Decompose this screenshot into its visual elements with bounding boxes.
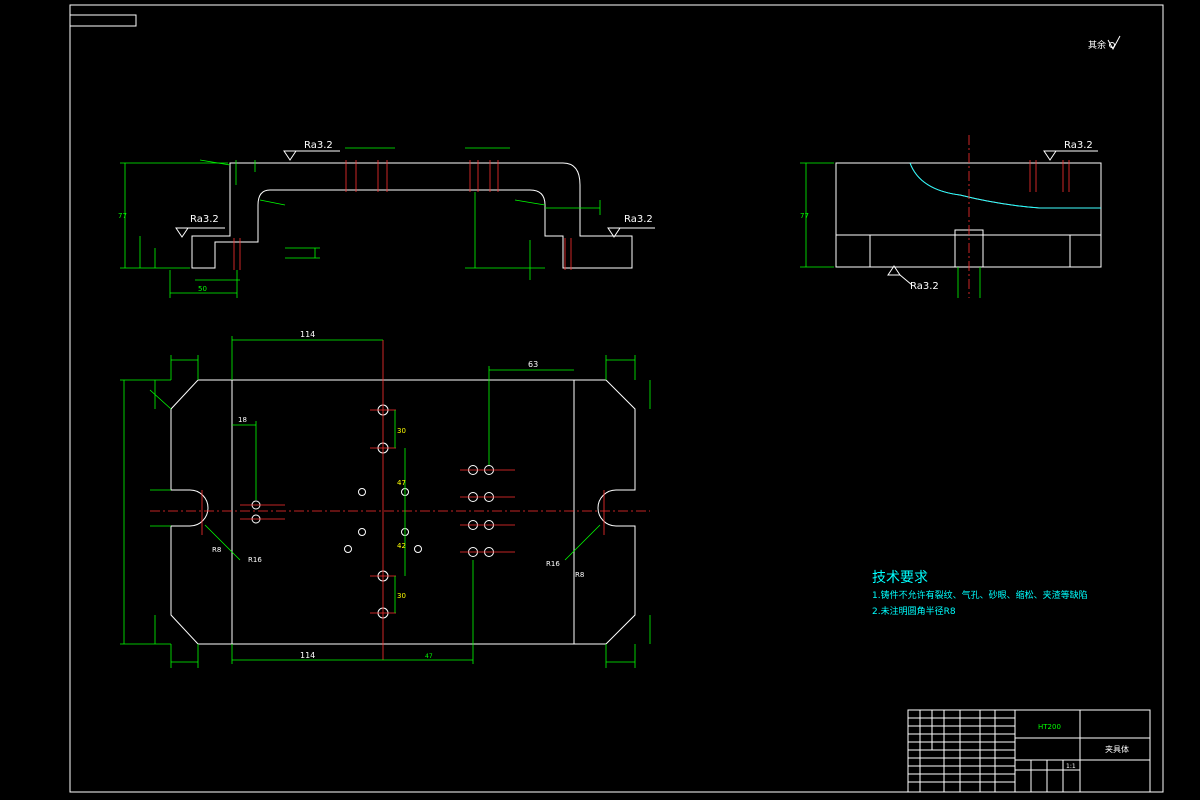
- dim-v-42: 42: [397, 542, 406, 550]
- plan-view: 114 63 114 47 18 30 47 42 30: [120, 330, 651, 668]
- ra-label-2: Ra3.2: [190, 214, 219, 225]
- ra-label-5: Ra3.2: [910, 281, 939, 292]
- tech-req-title: 技术要求: [872, 570, 928, 586]
- side-section-view: 77 Ra3.2 Ra3.2: [800, 135, 1102, 298]
- front-section-view: 77 50 Ra3.2: [118, 140, 655, 298]
- ra-label-1: Ra3.2: [304, 140, 333, 151]
- dim-r8-right: R8: [575, 571, 584, 579]
- dim-left-18: 18: [238, 416, 247, 424]
- title-block: HT200 夹具体 1:1: [907, 709, 1151, 793]
- ra-label-3: Ra3.2: [624, 214, 653, 225]
- dim-r16-left: R16: [248, 556, 262, 564]
- plan-dimensions: 114 63 114 47 18 30 47 42 30: [120, 330, 651, 668]
- dim-sec-77-left: 77: [118, 212, 127, 220]
- dim-bottom-114: 114: [300, 651, 315, 660]
- dim-r8-left: R8: [212, 546, 221, 554]
- dim-sec-77-right: 77: [800, 212, 809, 220]
- title-part-name: 夹具体: [1105, 744, 1129, 754]
- roughness-general-text: 其余: [1088, 39, 1106, 51]
- tech-req-item-1: 1.铸件不允许有裂纹、气孔、砂眼、缩松、夹渣等缺陷: [872, 589, 1088, 601]
- dim-bottom-47: 47: [425, 653, 433, 660]
- plan-holes: [201, 340, 605, 660]
- section-roughness: Ra3.2 Ra3.2 Ra3.2: [175, 140, 655, 238]
- dim-v-47: 47: [397, 479, 406, 487]
- section-dimensions: 77 50: [118, 147, 601, 298]
- tech-requirements: 技术要求 1.铸件不允许有裂纹、气孔、砂眼、缩松、夹渣等缺陷 2.未注明圆角半径…: [872, 570, 1088, 617]
- dim-v-30-bottom: 30: [397, 592, 406, 600]
- roughness-general-mark: 其余: [1088, 35, 1121, 51]
- dim-r16-right: R16: [546, 560, 560, 568]
- section-holes: [233, 160, 572, 270]
- dim-top-63: 63: [528, 360, 538, 369]
- title-scale: 1:1: [1066, 763, 1076, 770]
- dim-v-30-top: 30: [397, 427, 406, 435]
- ra-label-4: Ra3.2: [1064, 140, 1093, 151]
- sheet-frame: [69, 4, 1164, 793]
- tech-req-item-2: 2.未注明圆角半径R8: [872, 605, 956, 617]
- dim-sec-50: 50: [198, 285, 207, 293]
- dim-top-114: 114: [300, 330, 315, 339]
- title-code: HT200: [1038, 723, 1061, 731]
